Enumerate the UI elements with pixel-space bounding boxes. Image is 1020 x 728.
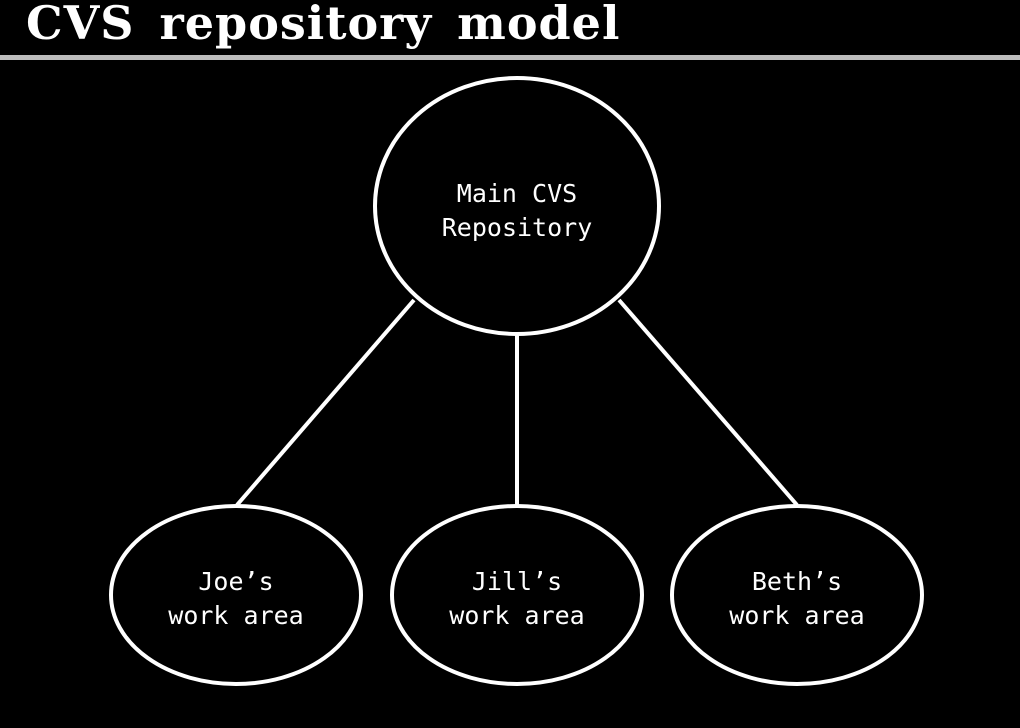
main-repository-node: Main CVS Repository — [373, 76, 661, 336]
work-area-label-jill-line2: work area — [449, 601, 584, 630]
work-area-label-beth-line2: work area — [729, 601, 864, 630]
work-area-node-joe: Joe’s work area — [109, 504, 363, 686]
connector-joe — [235, 298, 416, 507]
title-underline — [0, 55, 1020, 60]
main-repository-label-line2: Repository — [442, 213, 593, 242]
work-area-ellipse-joe — [109, 504, 363, 686]
work-area-label-joe-line1: Joe’s — [198, 567, 273, 596]
work-area-node-jill: Jill’s work area — [390, 504, 644, 686]
main-repository-ellipse — [373, 76, 661, 336]
work-area-label-beth-line1: Beth’s — [752, 567, 842, 596]
main-repository-label-line1: Main CVS — [457, 179, 577, 208]
slide-title: CVS repository model — [26, 0, 621, 50]
work-area-ellipse-jill — [390, 504, 644, 686]
work-area-ellipse-beth — [670, 504, 924, 686]
connector-beth — [617, 298, 799, 507]
work-area-node-beth: Beth’s work area — [670, 504, 924, 686]
work-area-label-joe-line2: work area — [168, 601, 303, 630]
work-area-label-jill-line1: Jill’s — [472, 567, 562, 596]
